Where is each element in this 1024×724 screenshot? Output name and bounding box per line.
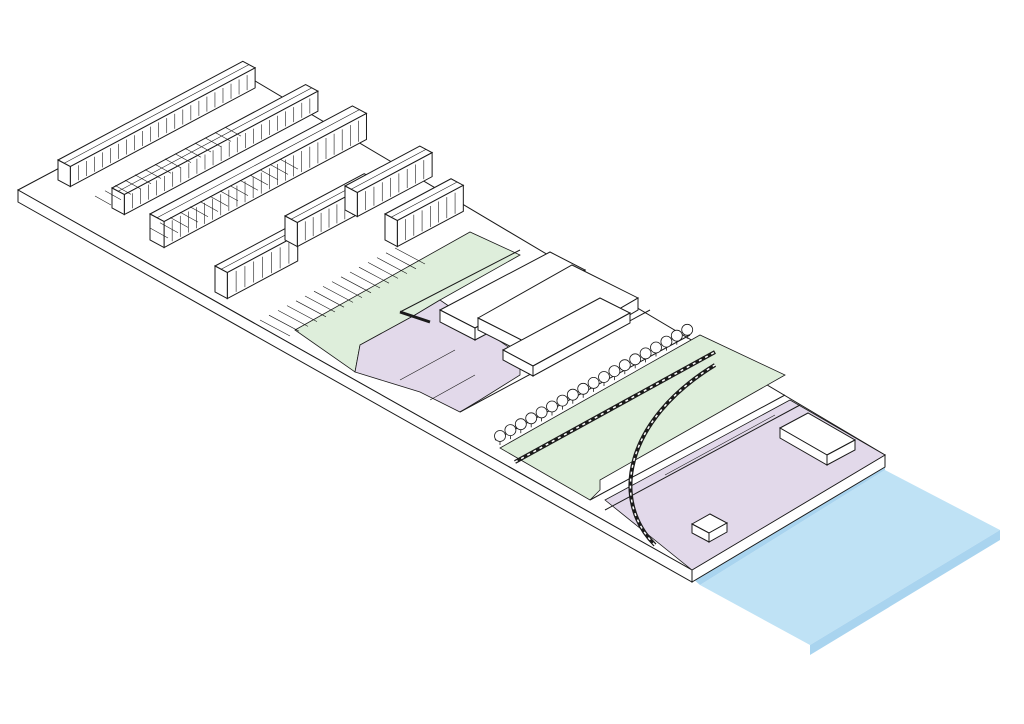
garden-plot-line (179, 211, 199, 223)
garden-plot-line (259, 319, 291, 337)
tree (504, 424, 517, 440)
garden-plot-line (154, 163, 172, 174)
garden-plot-line (259, 169, 279, 180)
garden-plot-line (149, 227, 169, 239)
garden-plot-line (134, 174, 152, 185)
waterfront-shed (778, 412, 857, 466)
small-kiosk (690, 513, 729, 543)
garden-plot-line (269, 164, 289, 175)
tree (618, 359, 631, 375)
garden-plot-line (184, 148, 202, 158)
garden-plot-line (268, 314, 300, 332)
railway-track (399, 310, 717, 547)
terrace-row-2 (110, 84, 319, 216)
terrace-row-7 (383, 178, 465, 248)
back-gardens (94, 126, 426, 337)
tree (681, 323, 694, 339)
tree (587, 376, 600, 392)
garden-plot-line (144, 169, 162, 179)
garden-plot-line (209, 195, 229, 207)
warehouse-block (438, 251, 640, 377)
tree (525, 412, 538, 428)
terrace-row-4 (213, 227, 299, 300)
terrace-row-3 (148, 105, 368, 249)
garden-plot-line (394, 247, 426, 265)
garden-plot-line (340, 276, 372, 294)
tree (514, 418, 527, 434)
garden-plot-line (331, 281, 363, 298)
garden-plot-line (214, 132, 232, 142)
tree (556, 394, 569, 410)
tree (535, 406, 548, 422)
tree (598, 371, 610, 386)
garden-plot-line (169, 217, 189, 228)
garden-plot-line (124, 179, 142, 190)
garden-plot-line (376, 257, 408, 274)
terrace-row-1 (56, 60, 257, 188)
tree-row (494, 323, 694, 445)
garden-plot-line (385, 252, 417, 270)
tree (546, 400, 558, 416)
garden-plot-line (358, 266, 390, 284)
tree (577, 382, 590, 398)
tree (670, 329, 683, 345)
garden-plot-line (322, 286, 354, 303)
tree (608, 365, 621, 381)
housing-terraces (56, 60, 465, 300)
garden-plot-line (277, 310, 309, 327)
garden-plot-line (295, 300, 327, 318)
garden-plot-line (199, 201, 219, 212)
garden-plot-line (224, 126, 242, 137)
garden-plot-line (164, 158, 182, 169)
garden-plot-line (94, 195, 112, 206)
tree (660, 335, 673, 351)
garden-plot-line (249, 174, 269, 186)
garden-plot-line (159, 222, 179, 233)
tree (629, 353, 642, 369)
garden-plot-line (204, 137, 222, 147)
terrace-row-6 (343, 145, 434, 218)
garden-plot-line (367, 262, 399, 279)
garden-plot-line (349, 271, 381, 289)
garden-plot-line (313, 290, 345, 308)
tree (650, 341, 662, 357)
garden-plot-line (286, 305, 318, 322)
tree (566, 388, 579, 404)
garden-plot-line (194, 142, 212, 153)
garden-plot-line (174, 153, 192, 163)
garden-plot-line (304, 295, 336, 313)
garden-plot-line (239, 180, 259, 191)
garden-plot-line (279, 158, 299, 170)
tree (639, 347, 652, 363)
garden-plot-line (114, 185, 132, 195)
tree (494, 430, 506, 445)
garden-plot-line (189, 206, 209, 218)
garden-plot-line (219, 190, 239, 202)
garden-plot-line (229, 185, 249, 196)
garden-plot-line (104, 190, 122, 200)
